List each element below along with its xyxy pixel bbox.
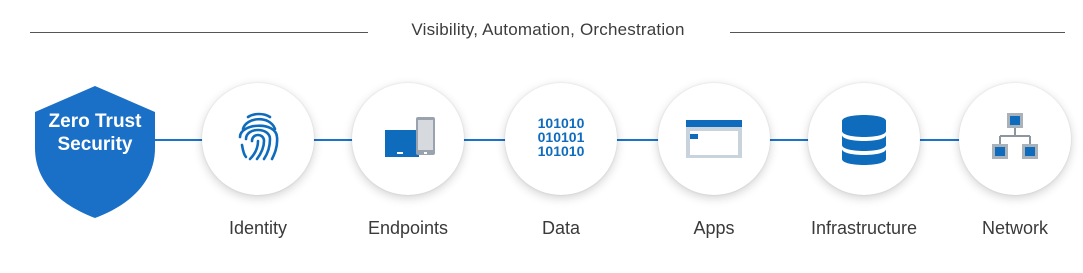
devices-icon — [385, 117, 435, 157]
heading-divider-left — [30, 32, 368, 33]
binary-row-2: 010101 — [538, 129, 585, 145]
fingerprint-icon — [238, 112, 279, 161]
diagram-heading: Visibility, Automation, Orchestration — [411, 20, 685, 39]
infrastructure-label: Infrastructure — [810, 218, 918, 238]
infrastructure-node — [808, 83, 920, 195]
identity-label: Identity — [228, 218, 288, 238]
app-window-icon — [686, 120, 742, 158]
network-node — [959, 83, 1071, 195]
apps-label: Apps — [693, 218, 735, 238]
zero-trust-label: Zero Trust Security — [25, 110, 165, 156]
apps-node — [658, 83, 770, 195]
database-icon — [842, 115, 886, 165]
identity-node — [202, 83, 314, 195]
data-node: 101010 010101 101010 — [505, 83, 617, 195]
binary-data-icon: 101010 010101 101010 — [538, 115, 585, 159]
zero-trust-line2: Security — [57, 134, 133, 155]
binary-row-1: 101010 — [538, 115, 585, 131]
shield-icon — [35, 86, 155, 218]
endpoints-node — [352, 83, 464, 195]
heading-divider-right — [730, 32, 1065, 33]
binary-row-3: 101010 — [538, 143, 585, 159]
zero-trust-line1: Zero Trust — [48, 111, 142, 132]
data-label: Data — [541, 218, 581, 238]
network-topology-icon — [992, 113, 1038, 159]
endpoints-label: Endpoints — [367, 218, 449, 238]
network-label: Network — [981, 218, 1048, 238]
